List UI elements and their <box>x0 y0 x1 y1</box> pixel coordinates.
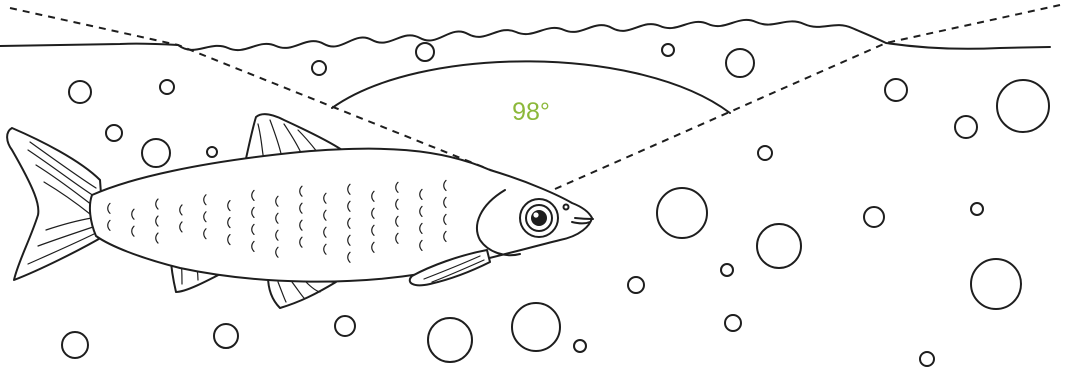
fish-illustration <box>7 114 593 308</box>
bubble <box>864 207 884 227</box>
bubble <box>214 324 238 348</box>
bubble <box>726 49 754 77</box>
bubble <box>885 79 907 101</box>
bubble <box>628 277 644 293</box>
bubble <box>335 316 355 336</box>
bubble <box>721 264 733 276</box>
bubble <box>997 80 1049 132</box>
bubble <box>106 125 122 141</box>
water-surface-line <box>0 20 1050 50</box>
fish-eye <box>520 199 558 237</box>
bubble <box>512 303 560 351</box>
bubble <box>428 318 472 362</box>
bubble <box>207 147 217 157</box>
bubble <box>971 203 983 215</box>
bubble <box>757 224 801 268</box>
bubble <box>920 352 934 366</box>
bubble <box>758 146 772 160</box>
bubble <box>574 340 586 352</box>
bubble <box>971 259 1021 309</box>
bubble <box>160 80 174 94</box>
bubble <box>657 188 707 238</box>
bubble <box>416 43 434 61</box>
bubble <box>69 81 91 103</box>
angle-label: 98° <box>512 98 550 126</box>
sight-line-right <box>555 5 1060 189</box>
bubble <box>312 61 326 75</box>
bubble <box>62 332 88 358</box>
bubble <box>142 139 170 167</box>
bubble <box>955 116 977 138</box>
bubble <box>725 315 741 331</box>
bubble <box>662 44 674 56</box>
mouth <box>575 218 593 219</box>
fish-body <box>90 149 592 282</box>
